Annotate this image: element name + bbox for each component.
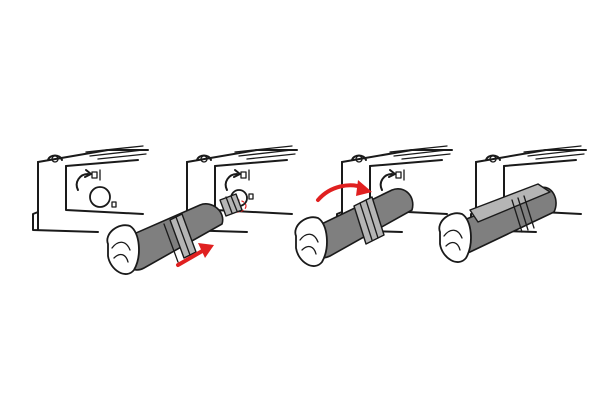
- port-icon: [89, 186, 111, 208]
- insert-arrow-icon: [176, 243, 214, 267]
- step-4-plug: [438, 183, 557, 263]
- rotate-arrow-icon: [316, 180, 372, 202]
- step-1-device: [32, 145, 149, 233]
- step-2-plug: [106, 193, 243, 275]
- step-3-plug: [294, 188, 414, 267]
